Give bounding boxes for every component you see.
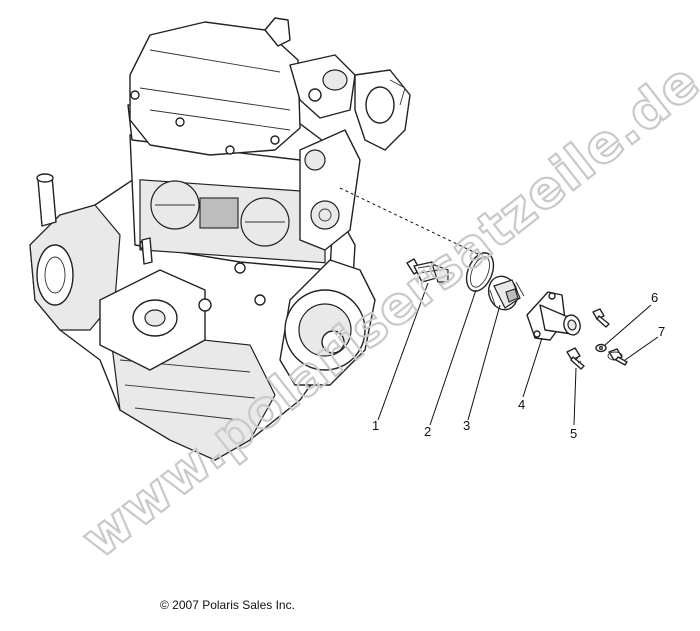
callout-5: 5 (570, 426, 577, 441)
leader-6 (604, 304, 652, 346)
leader-1 (377, 282, 429, 421)
part-7-flange-bolt (607, 348, 628, 366)
leader-5 (573, 367, 577, 426)
part-2-gasket (465, 252, 495, 292)
leader-lines (377, 282, 659, 426)
copyright-notice: © 2007 Polaris Sales Inc. (160, 598, 295, 612)
leader-7 (624, 336, 659, 361)
callout-6: 6 (651, 290, 658, 305)
callout-3: 3 (463, 418, 470, 433)
engine-assembly (29, 17, 481, 461)
part-4-thermostat-housing (526, 291, 581, 341)
part-1-temp-sender (406, 258, 449, 283)
part-3-thermostat (487, 275, 525, 311)
leader-3 (467, 304, 501, 421)
callout-labels: 1 2 3 4 5 6 7 (372, 290, 665, 441)
leader-4 (522, 337, 543, 398)
part-5-bolt (566, 347, 585, 370)
callout-2: 2 (424, 424, 431, 439)
callout-4: 4 (518, 397, 525, 412)
part-6-bolt-washer (592, 308, 610, 353)
callout-1: 1 (372, 418, 379, 433)
leader-2 (429, 289, 477, 426)
callout-7: 7 (658, 324, 665, 339)
